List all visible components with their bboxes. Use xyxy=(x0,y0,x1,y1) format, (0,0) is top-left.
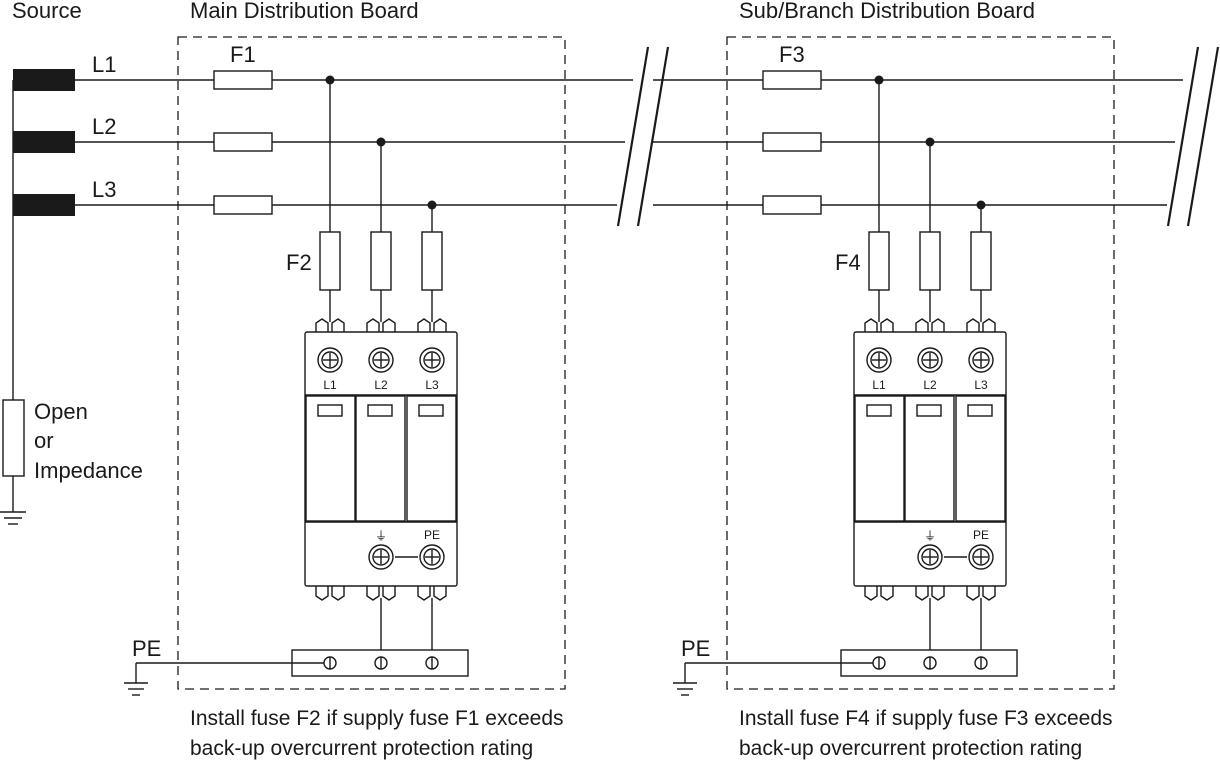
neutral-label-line-2: or xyxy=(34,428,54,453)
module-status-window-3 xyxy=(418,404,444,417)
module-status-window-2 xyxy=(916,404,942,417)
install-note-line-1: Install fuse F2 if supply fuse F1 exceed… xyxy=(190,707,564,730)
supply-fuse-label: F1 xyxy=(230,42,256,67)
supply-fuse-1 xyxy=(213,70,273,90)
terminal-label-l2: L2 xyxy=(374,378,388,392)
spd-module-2 xyxy=(355,395,406,522)
bottom-clamp-3 xyxy=(417,586,447,601)
earth-terminal-icon: ⏚ xyxy=(375,529,387,543)
supply-fuse-label: F3 xyxy=(779,42,805,67)
source-winding-l1 xyxy=(13,69,75,91)
bottom-clamp-2 xyxy=(915,586,945,601)
top-clamp-3 xyxy=(417,318,447,333)
spd-fuse-2 xyxy=(370,231,392,291)
pe-terminal-screw xyxy=(968,544,994,570)
pe-terminal-label: PE xyxy=(973,528,989,542)
source-label: Source xyxy=(12,0,82,23)
bottom-clamp-1 xyxy=(864,586,894,601)
install-note-line-1: Install fuse F4 if supply fuse F3 exceed… xyxy=(739,707,1113,730)
supply-fuse-3 xyxy=(762,195,822,215)
module-status-window-1 xyxy=(317,404,343,417)
spd-fuse-2 xyxy=(919,231,941,291)
top-clamp-2 xyxy=(366,318,396,333)
spd-fuse-3 xyxy=(970,231,992,291)
phase-label-l2: L2 xyxy=(92,114,116,139)
spd-fuse-1 xyxy=(319,231,341,291)
phase-label-l3: L3 xyxy=(92,177,116,202)
terminal-label-l1: L1 xyxy=(323,378,337,392)
top-clamp-2 xyxy=(915,318,945,333)
terminal-label-l2: L2 xyxy=(923,378,937,392)
supply-fuse-2 xyxy=(213,132,273,152)
earth-terminal-screw xyxy=(368,544,394,570)
source-winding-l3 xyxy=(13,194,75,216)
module-status-window-2 xyxy=(367,404,393,417)
top-clamp-3 xyxy=(966,318,996,333)
bottom-clamp-1 xyxy=(315,586,345,601)
pe-ground-icon xyxy=(673,682,697,696)
module-status-window-3 xyxy=(967,404,993,417)
pe-label: PE xyxy=(681,636,710,661)
terminal-label-l1: L1 xyxy=(872,378,886,392)
earth-terminal-icon: ⏚ xyxy=(924,529,936,543)
module-status-window-1 xyxy=(866,404,892,417)
supply-fuse-1 xyxy=(762,70,822,90)
supply-fuse-3 xyxy=(213,195,273,215)
spd-fuse-3 xyxy=(421,231,443,291)
phase-terminal-screw-2 xyxy=(368,347,394,373)
source-ground-icon xyxy=(0,511,26,525)
install-note-line-2: back-up overcurrent protection rating xyxy=(190,737,533,760)
phase-terminal-screw-3 xyxy=(968,347,994,373)
surge-protective-device: L1 L2 L3 ⏚ PE xyxy=(853,318,1007,601)
phase-terminal-screw-1 xyxy=(317,347,343,373)
neutral-label-line-3: Impedance xyxy=(34,458,143,483)
terminal-label-l3: L3 xyxy=(425,378,439,392)
earth-terminal-screw xyxy=(917,544,943,570)
phase-terminal-screw-1 xyxy=(866,347,892,373)
surge-protective-device: L1 L2 L3 ⏚ PE xyxy=(304,318,458,601)
line-break-mark-1 xyxy=(616,46,670,227)
spd-fuse-label: F4 xyxy=(835,250,861,275)
bottom-clamp-2 xyxy=(366,586,396,601)
top-clamp-1 xyxy=(864,318,894,333)
pe-terminal-label: PE xyxy=(424,528,440,542)
spd-module-3 xyxy=(406,395,457,522)
board-enclosure xyxy=(726,36,1115,690)
phase-terminal-screw-2 xyxy=(917,347,943,373)
supply-fuse-2 xyxy=(762,132,822,152)
neutral-label-line-1: Open xyxy=(34,399,88,424)
line-break-mark-2 xyxy=(1166,46,1220,227)
board-enclosure xyxy=(177,36,566,690)
spd-module-1 xyxy=(854,395,905,522)
neutral-impedance-symbol xyxy=(2,399,25,477)
top-clamp-1 xyxy=(315,318,345,333)
pe-terminal-screw xyxy=(419,544,445,570)
pe-ground-icon xyxy=(124,682,148,696)
phase-terminal-screw-3 xyxy=(419,347,445,373)
bottom-clamp-3 xyxy=(966,586,996,601)
spd-fuse-label: F2 xyxy=(286,250,312,275)
spd-fuse-1 xyxy=(868,231,890,291)
board-title: Main Distribution Board xyxy=(190,0,419,23)
source-winding-l2 xyxy=(13,131,75,153)
board-title: Sub/Branch Distribution Board xyxy=(739,0,1035,23)
spd-module-2 xyxy=(904,395,955,522)
pe-label: PE xyxy=(132,636,161,661)
terminal-label-l3: L3 xyxy=(974,378,988,392)
install-note-line-2: back-up overcurrent protection rating xyxy=(739,737,1082,760)
spd-module-3 xyxy=(955,395,1006,522)
phase-label-l1: L1 xyxy=(92,52,116,77)
spd-module-1 xyxy=(305,395,356,522)
